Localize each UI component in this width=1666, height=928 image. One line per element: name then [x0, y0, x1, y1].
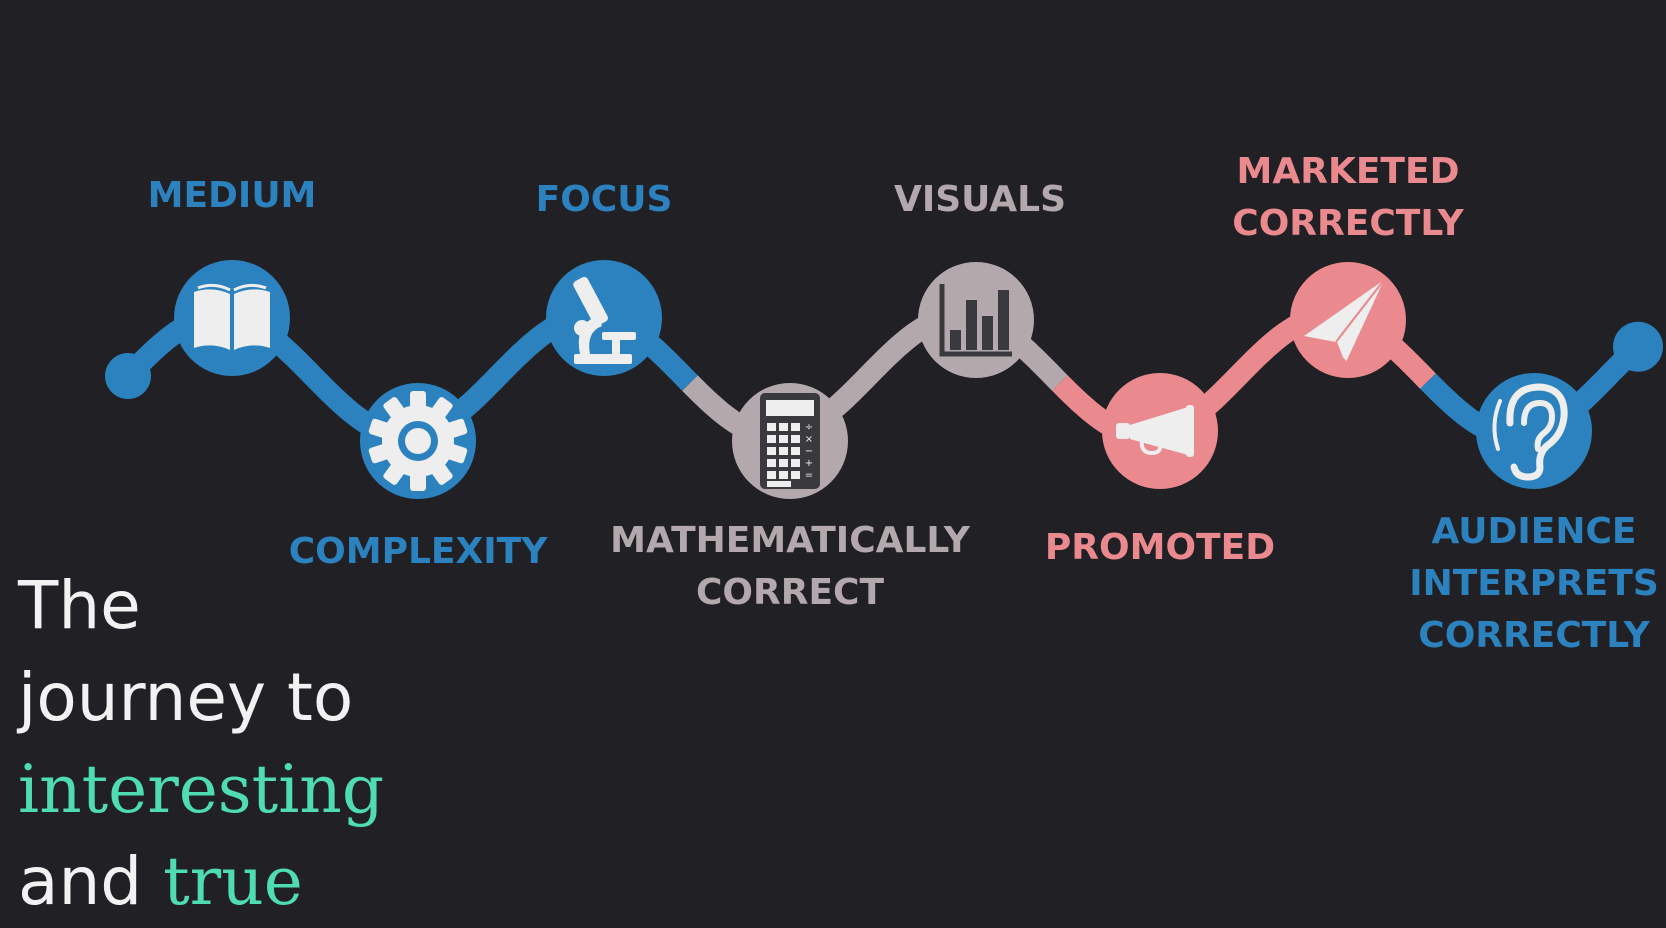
headline-line-4: and true — [18, 836, 384, 928]
paper-plane-icon — [1304, 279, 1385, 363]
svg-text:−: − — [805, 446, 813, 457]
gear-icon — [368, 391, 468, 491]
step-visuals — [918, 262, 1034, 378]
svg-text:×: × — [805, 434, 813, 445]
step-label-line: CORRECTLY — [1418, 615, 1650, 656]
megaphone-icon — [1116, 405, 1194, 457]
ear-icon — [1492, 383, 1568, 481]
step-label-line: INTERPRETS — [1409, 563, 1659, 604]
microscope-icon — [573, 276, 636, 364]
headline-accent-interesting: interesting — [18, 751, 385, 828]
svg-text:=: = — [805, 470, 813, 481]
step-label-focus: FOCUS — [536, 174, 673, 226]
step-label-line: CORRECT — [695, 572, 885, 613]
step-icons: ÷×−+= — [174, 260, 1592, 499]
step-label-line: MARKETED — [1236, 151, 1460, 192]
step-label-line: MEDIUM — [147, 175, 317, 216]
headline-line-1: The — [18, 567, 141, 644]
headline: The journey to interesting and true — [18, 560, 384, 928]
step-label-line: FOCUS — [535, 179, 673, 220]
svg-text:+: + — [805, 458, 813, 469]
bar-chart-icon — [939, 284, 1012, 357]
book-icon — [194, 283, 270, 350]
step-label-complexity: COMPLEXITY — [289, 526, 548, 578]
step-medium — [174, 260, 290, 376]
step-label-promoted: PROMOTED — [1045, 522, 1275, 574]
step-label-marketed: MARKETED CORRECTLY — [1232, 146, 1463, 250]
step-medium-circle — [174, 260, 290, 376]
step-promoted — [1102, 373, 1218, 489]
path-start-dot — [105, 353, 151, 399]
step-label-line: COMPLEXITY — [288, 531, 548, 572]
step-label-line: VISUALS — [893, 179, 1067, 220]
calculator-icon: ÷×−+= — [760, 393, 820, 489]
headline-and: and — [18, 843, 164, 920]
step-focus — [546, 260, 662, 376]
step-label-visuals: VISUALS — [894, 174, 1066, 226]
step-label-medium: MEDIUM — [148, 170, 317, 222]
step-complexity — [360, 383, 476, 499]
step-label-line: CORRECTLY — [1232, 203, 1464, 244]
headline-accent-true: true — [163, 843, 303, 920]
step-label-line: PROMOTED — [1044, 527, 1276, 568]
step-marketed — [1290, 262, 1406, 378]
step-label-audience: AUDIENCE INTERPRETS CORRECTLY — [1409, 506, 1659, 662]
step-label-line: MATHEMATICALLY — [610, 520, 970, 561]
step-label-math: MATHEMATICALLY CORRECT — [610, 515, 970, 619]
path-end-dot — [1613, 321, 1663, 372]
journey-path — [105, 304, 1663, 448]
headline-line-2: journey to — [18, 659, 354, 736]
step-label-line: AUDIENCE — [1431, 511, 1637, 552]
svg-text:÷: ÷ — [805, 422, 813, 433]
step-math: ÷×−+= — [732, 383, 848, 499]
step-audience — [1476, 373, 1592, 489]
